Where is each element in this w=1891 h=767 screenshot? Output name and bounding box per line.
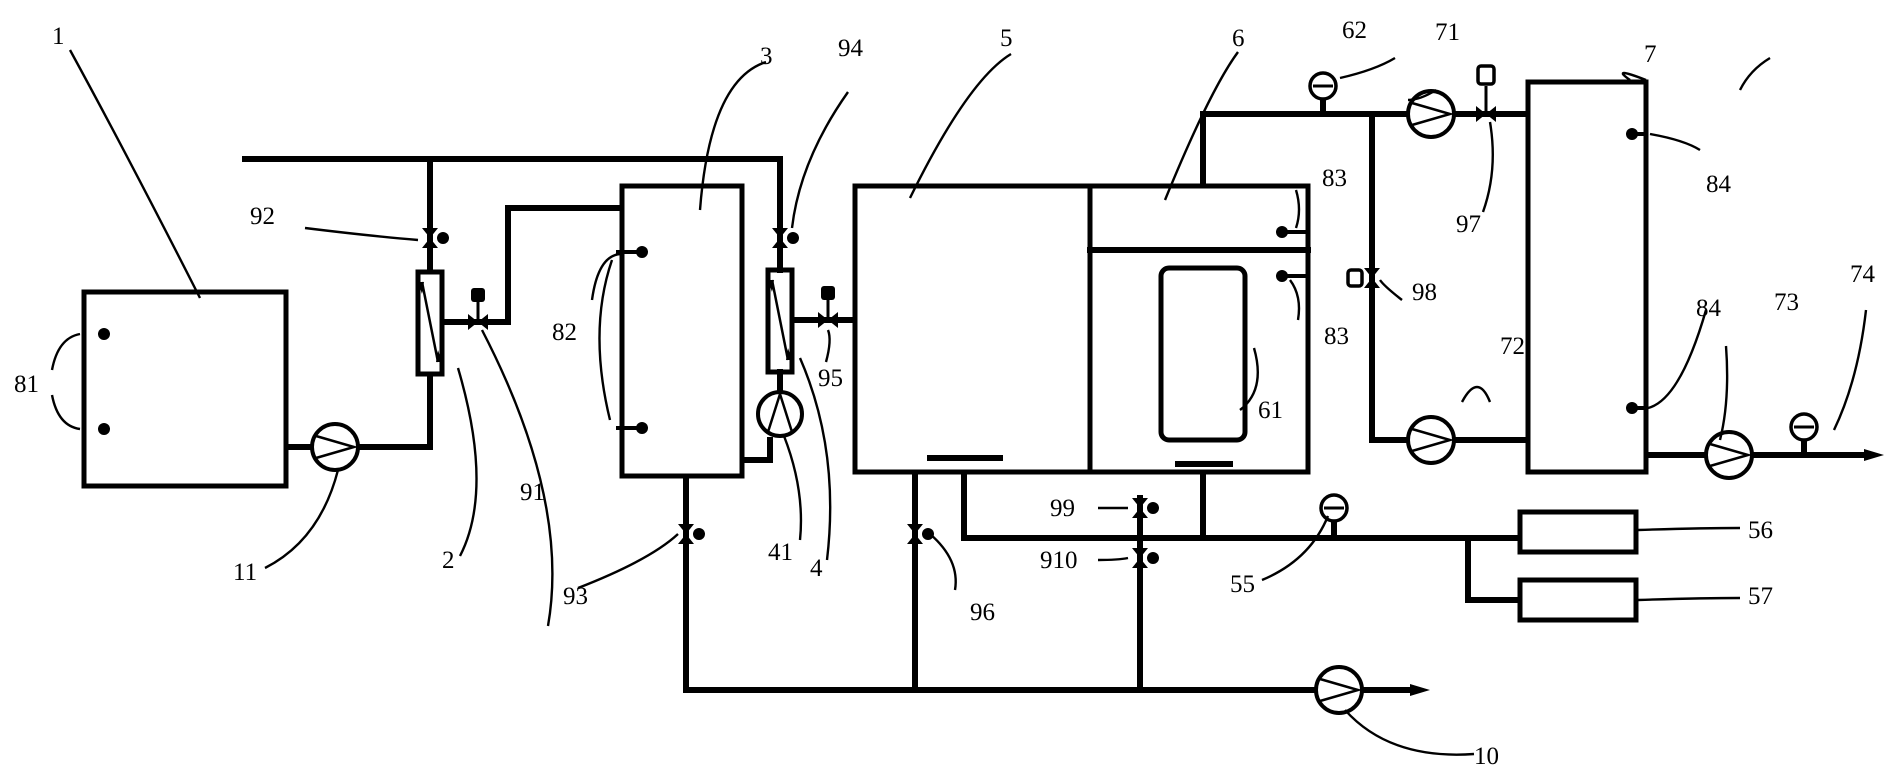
label-99: 99 <box>1050 495 1075 522</box>
tank-1 <box>81 289 289 489</box>
membrane-61 <box>1158 265 1248 443</box>
valve-97 <box>1476 64 1496 122</box>
sensor-81-lower <box>98 423 110 435</box>
label-62: 62 <box>1342 17 1367 44</box>
label-4: 4 <box>810 555 823 582</box>
label-83-upper: 83 <box>1322 165 1347 192</box>
valve-910 <box>1132 548 1159 568</box>
label-83-lower: 83 <box>1324 323 1349 350</box>
reference-labels: 1 81 11 2 91 92 3 82 93 41 4 94 95 5 96 … <box>14 17 1876 767</box>
heat-exchanger-4 <box>765 267 795 375</box>
label-95: 95 <box>818 365 843 392</box>
label-94: 94 <box>838 35 864 62</box>
sensor-84-upper <box>1626 128 1648 140</box>
label-93: 93 <box>563 583 588 610</box>
gauge-55 <box>1319 493 1349 523</box>
pump-73 <box>1704 430 1754 480</box>
unit-57 <box>1517 577 1639 623</box>
label-2: 2 <box>442 547 455 574</box>
pump-41 <box>756 389 804 438</box>
gauge-74 <box>1789 412 1819 442</box>
valve-98 <box>1346 268 1380 288</box>
tank-7 <box>1525 79 1649 475</box>
label-6: 6 <box>1232 25 1245 52</box>
valve-99 <box>1132 498 1159 518</box>
label-3: 3 <box>760 43 773 70</box>
label-41: 41 <box>768 539 793 566</box>
label-57: 57 <box>1748 583 1773 610</box>
label-96: 96 <box>970 599 995 626</box>
valve-95 <box>818 286 838 328</box>
valve-92 <box>422 228 449 248</box>
label-61: 61 <box>1258 397 1283 424</box>
label-71: 71 <box>1435 19 1460 46</box>
label-5: 5 <box>1000 25 1013 52</box>
label-910: 910 <box>1040 547 1078 574</box>
valve-93 <box>678 524 705 544</box>
label-11: 11 <box>233 559 257 586</box>
label-81: 81 <box>14 371 39 398</box>
outlet-arrow-10 <box>1410 684 1430 696</box>
label-55: 55 <box>1230 571 1255 598</box>
outlet-arrow-74 <box>1864 449 1884 461</box>
valve-94 <box>772 228 799 248</box>
flow-arrows <box>1410 449 1884 696</box>
valve-96 <box>907 524 934 544</box>
tank-5 <box>852 183 1093 475</box>
label-98: 98 <box>1412 279 1437 306</box>
unit-56 <box>1517 509 1639 555</box>
label-72: 72 <box>1500 333 1525 360</box>
sensor-81-upper <box>98 328 110 340</box>
label-74: 74 <box>1850 261 1876 288</box>
label-10: 10 <box>1474 743 1499 767</box>
label-56: 56 <box>1748 517 1773 544</box>
label-91: 91 <box>520 479 545 506</box>
sensor-82-upper <box>616 246 648 258</box>
sensor-82-lower <box>616 422 648 434</box>
label-1: 1 <box>52 23 65 50</box>
pump-10 <box>1314 665 1364 715</box>
label-7: 7 <box>1644 41 1657 68</box>
heat-exchanger-2 <box>415 269 445 377</box>
label-73: 73 <box>1774 289 1799 316</box>
pump-71 <box>1406 89 1456 139</box>
sensor-84-lower <box>1626 402 1648 414</box>
label-97: 97 <box>1456 211 1481 238</box>
label-92: 92 <box>250 203 275 230</box>
label-84-lower: 84 <box>1696 295 1722 322</box>
valve-91 <box>468 288 488 330</box>
label-84-upper: 84 <box>1706 171 1732 198</box>
gauge-62 <box>1308 71 1338 101</box>
label-82: 82 <box>552 319 577 346</box>
pump-72 <box>1406 415 1456 465</box>
sensor-83-lower <box>1276 270 1310 282</box>
pump-11 <box>310 422 360 472</box>
leader-lines <box>50 49 1868 756</box>
sensor-83-upper <box>1276 226 1310 238</box>
